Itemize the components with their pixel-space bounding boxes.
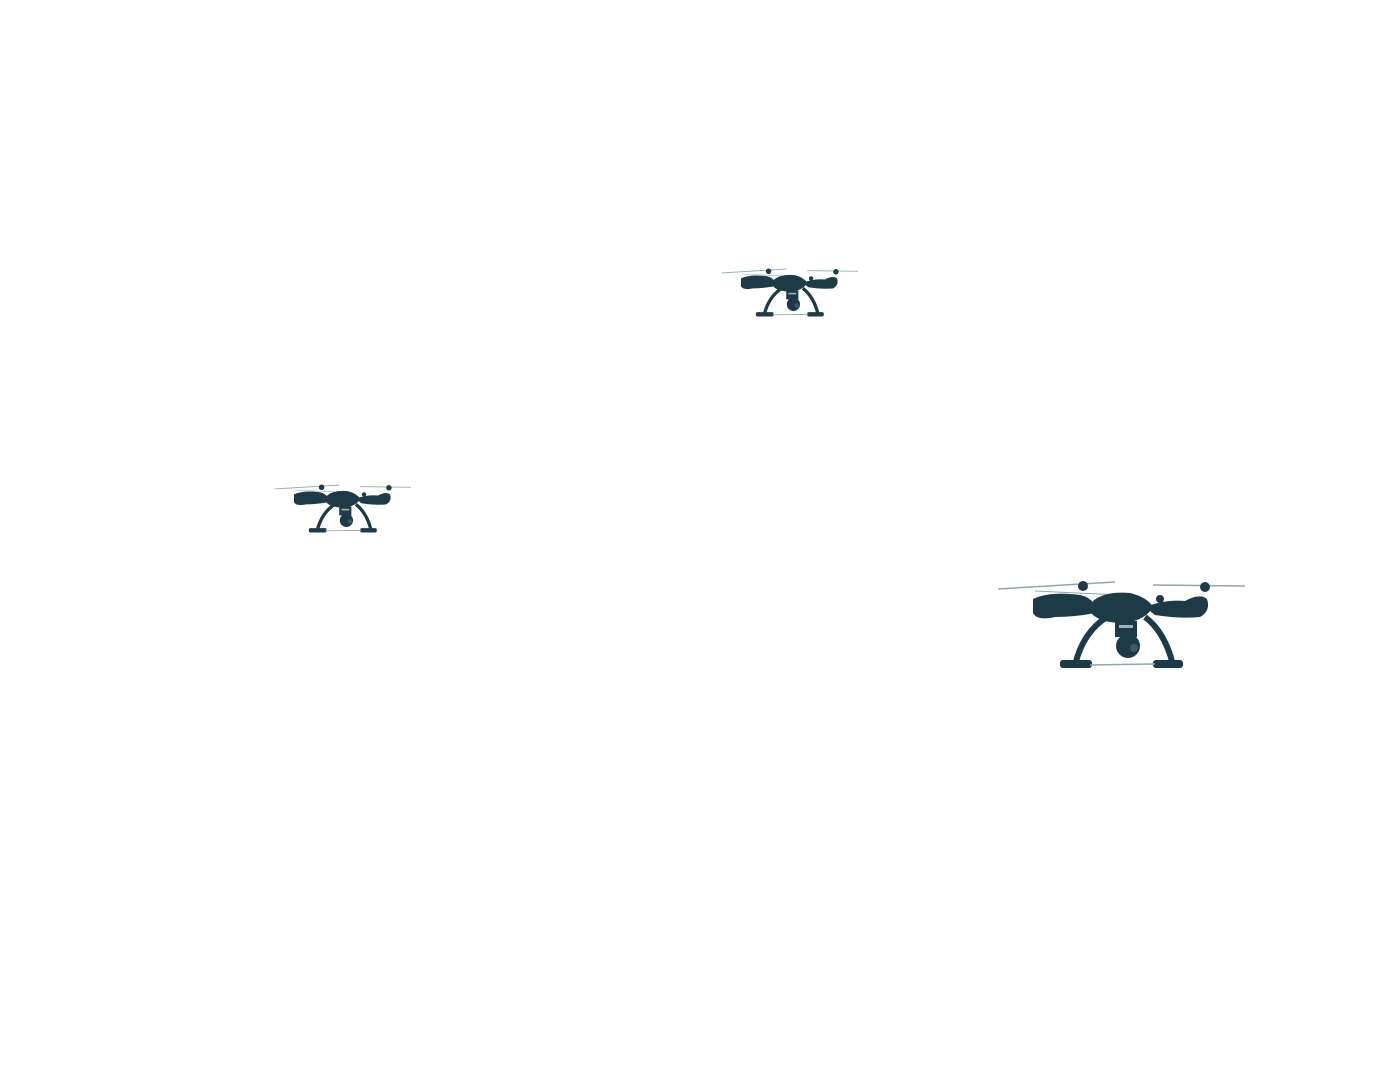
drone-image-right (995, 577, 1245, 672)
drone-image-left (273, 481, 411, 536)
drone-image-top (720, 265, 858, 320)
